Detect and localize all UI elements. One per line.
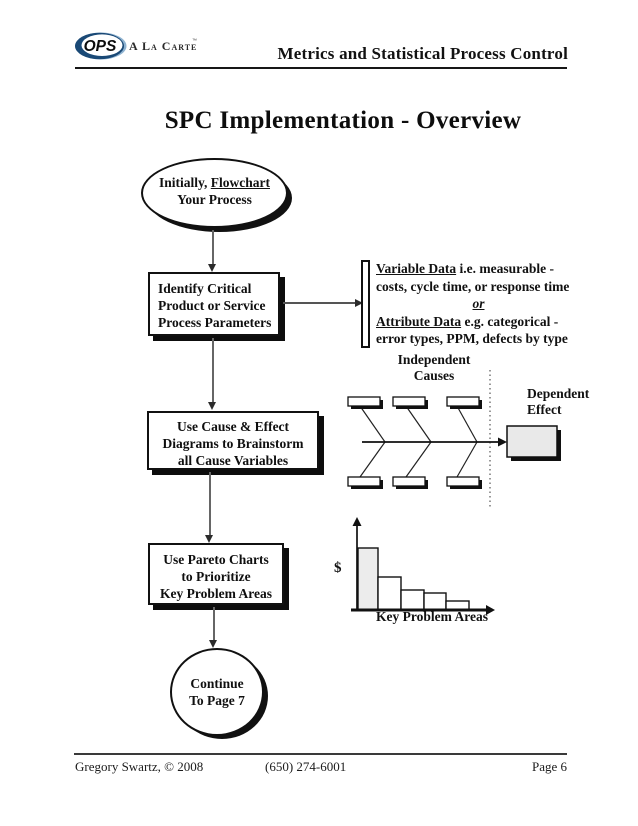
ops-alacarte-logo: OPS A La Carte ™	[75, 32, 197, 60]
start-ellipse-line1: Initially, Flowchart	[159, 175, 270, 190]
connector-identify-to-note	[283, 302, 356, 304]
y-axis-arrow-icon	[352, 517, 362, 526]
flow-start-ellipse: Initially, Flowchart Your Process	[141, 158, 288, 228]
chart-bars	[357, 547, 470, 611]
note-bracket	[361, 260, 370, 348]
pareto-line1: Use Pareto Charts	[163, 552, 269, 567]
logo-brand-text: A La Carte	[129, 39, 197, 53]
causeeffect-line1: Use Cause & Effect	[176, 419, 290, 434]
arrow-right-icon	[355, 299, 363, 307]
cause-effect-box: Use Cause & Effect Diagrams to Brainstor…	[147, 411, 319, 470]
footer-page-number: Page 6	[531, 759, 567, 774]
connector-pareto-to-continue	[213, 607, 215, 641]
pareto-bar	[377, 576, 402, 611]
identify-line3: Process Parameters	[158, 315, 272, 330]
footer-rule	[74, 753, 567, 755]
pareto-line2: to Prioritize	[181, 569, 251, 584]
pareto-bar	[400, 589, 425, 611]
connector-start-to-identify	[212, 230, 214, 265]
continue-circle: Continue To Page 7	[170, 648, 264, 736]
note-or: or	[472, 296, 485, 311]
flowchart-link-text: Flowchart	[210, 175, 270, 190]
logo-tm-mark: ™	[192, 38, 197, 44]
pareto-chart	[351, 517, 495, 615]
fishbone-ribs	[359, 405, 478, 478]
identify-line2: Product or Service	[158, 298, 266, 313]
arrow-down-icon	[208, 402, 216, 410]
continue-line2: To Page 7	[189, 693, 245, 708]
start-ellipse-line2: Your Process	[177, 192, 252, 207]
fishbone-diagram	[347, 370, 561, 507]
header-rule	[75, 67, 567, 69]
cause-boxes-bottom	[347, 476, 482, 489]
effect-box	[506, 425, 558, 458]
arrow-down-icon	[205, 535, 213, 543]
note-line4: Attribute Data e.g. categorical -	[376, 313, 559, 329]
chart-y-label: $	[334, 560, 342, 576]
note-line1: Variable Data i.e. measurable -	[376, 261, 554, 276]
note-line5: error types, PPM, defects by type	[376, 331, 568, 346]
continue-line1: Continue	[190, 676, 244, 691]
independent-causes-label: Independent Causes	[397, 352, 471, 383]
pareto-line3: Key Problem Areas	[160, 586, 272, 601]
x-axis-arrow-icon	[486, 605, 495, 615]
connector-identify-to-causeeffect	[212, 338, 214, 403]
arrow-down-icon	[208, 264, 216, 272]
spine-arrow-icon	[498, 437, 507, 447]
note-line2: costs, cycle time, or response time	[376, 278, 570, 294]
footer-author: Gregory Swartz, © 2008	[75, 759, 204, 774]
dependent-effect-label: Dependent Effect	[527, 386, 590, 417]
pareto-bar	[357, 547, 379, 611]
causeeffect-line3: all Cause Variables	[177, 453, 289, 468]
logo-ops-text: OPS	[84, 38, 117, 55]
connector-causeeffect-to-pareto	[209, 472, 211, 535]
footer-phone: (650) 274-6001	[265, 759, 347, 774]
identify-line1: Identify Critical	[158, 281, 252, 296]
slide-title: SPC Implementation - Overview	[164, 107, 522, 134]
pareto-box: Use Pareto Charts to Prioritize Key Prob…	[148, 543, 284, 605]
cause-boxes-top	[347, 396, 482, 409]
data-type-note: Variable Data i.e. measurable - costs, c…	[376, 260, 616, 348]
pareto-bar	[423, 592, 447, 611]
identify-critical-box: Identify Critical Product or Service Pro…	[148, 272, 280, 336]
document-title: Metrics and Statistical Process Control	[277, 44, 568, 63]
causeeffect-line2: Diagrams to Brainstorm	[162, 436, 304, 451]
chart-x-label: Key Problem Areas	[376, 609, 488, 624]
arrow-down-icon	[209, 640, 217, 648]
